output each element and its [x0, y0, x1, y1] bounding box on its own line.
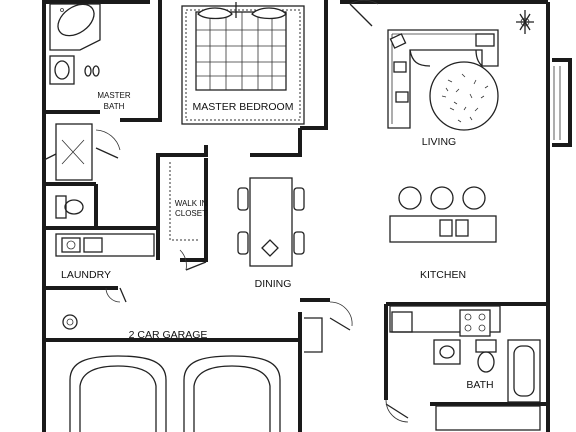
- master-bed: [181, 2, 305, 125]
- closet-fixtures: [169, 162, 200, 241]
- label-walk-in-1: WALK IN: [175, 199, 208, 208]
- label-dining: DINING: [255, 278, 292, 290]
- label-garage: 2 CAR GARAGE: [129, 329, 208, 341]
- label-master-bath-1: MASTER: [97, 91, 131, 100]
- label-laundry: LAUNDRY: [61, 269, 111, 281]
- bath-fixtures: [433, 339, 541, 431]
- walls: [42, 0, 572, 432]
- dining-table: [237, 177, 305, 267]
- kitchen-fixtures: [389, 186, 501, 337]
- label-living: LIVING: [422, 136, 456, 148]
- laundry-fixtures: [55, 233, 155, 257]
- label-bath: BATH: [466, 379, 493, 391]
- room-labels: MASTER BATH MASTER BEDROOM LIVING WALK I…: [61, 91, 494, 391]
- living-furniture: [387, 10, 561, 140]
- label-walk-in-2: CLOSET: [175, 209, 207, 218]
- label-master-bath-2: BATH: [104, 102, 125, 111]
- label-kitchen: KITCHEN: [420, 269, 466, 281]
- master-bath-fixtures: [49, 3, 101, 219]
- label-master-bedroom: MASTER BEDROOM: [193, 101, 294, 113]
- garage-cars: [62, 314, 323, 432]
